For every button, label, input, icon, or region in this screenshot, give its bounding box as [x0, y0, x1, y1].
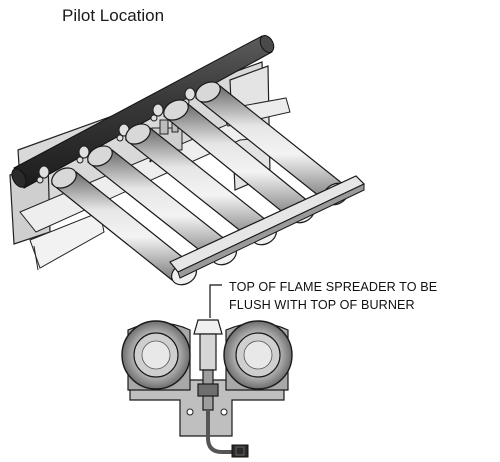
right-burner-head	[223, 320, 293, 391]
left-burner-head	[121, 320, 191, 391]
pilot-tubing	[206, 410, 249, 458]
callout-line-2: FLUSH WITH TOP OF BURNER	[229, 298, 415, 312]
callout-leader-line	[209, 284, 222, 318]
flame-spreader-callout: TOP OF FLAME SPREADER TO BE FLUSH WITH T…	[229, 278, 494, 314]
pilot-flame-spreader	[193, 319, 223, 411]
pilot-detail-view	[121, 284, 293, 458]
gas-manifold-pipe	[11, 35, 275, 189]
callout-line-1: TOP OF FLAME SPREADER TO BE	[229, 280, 438, 294]
front-rail	[169, 175, 366, 279]
figure-title: Pilot Location	[62, 6, 165, 25]
orifice-fittings	[36, 87, 196, 184]
